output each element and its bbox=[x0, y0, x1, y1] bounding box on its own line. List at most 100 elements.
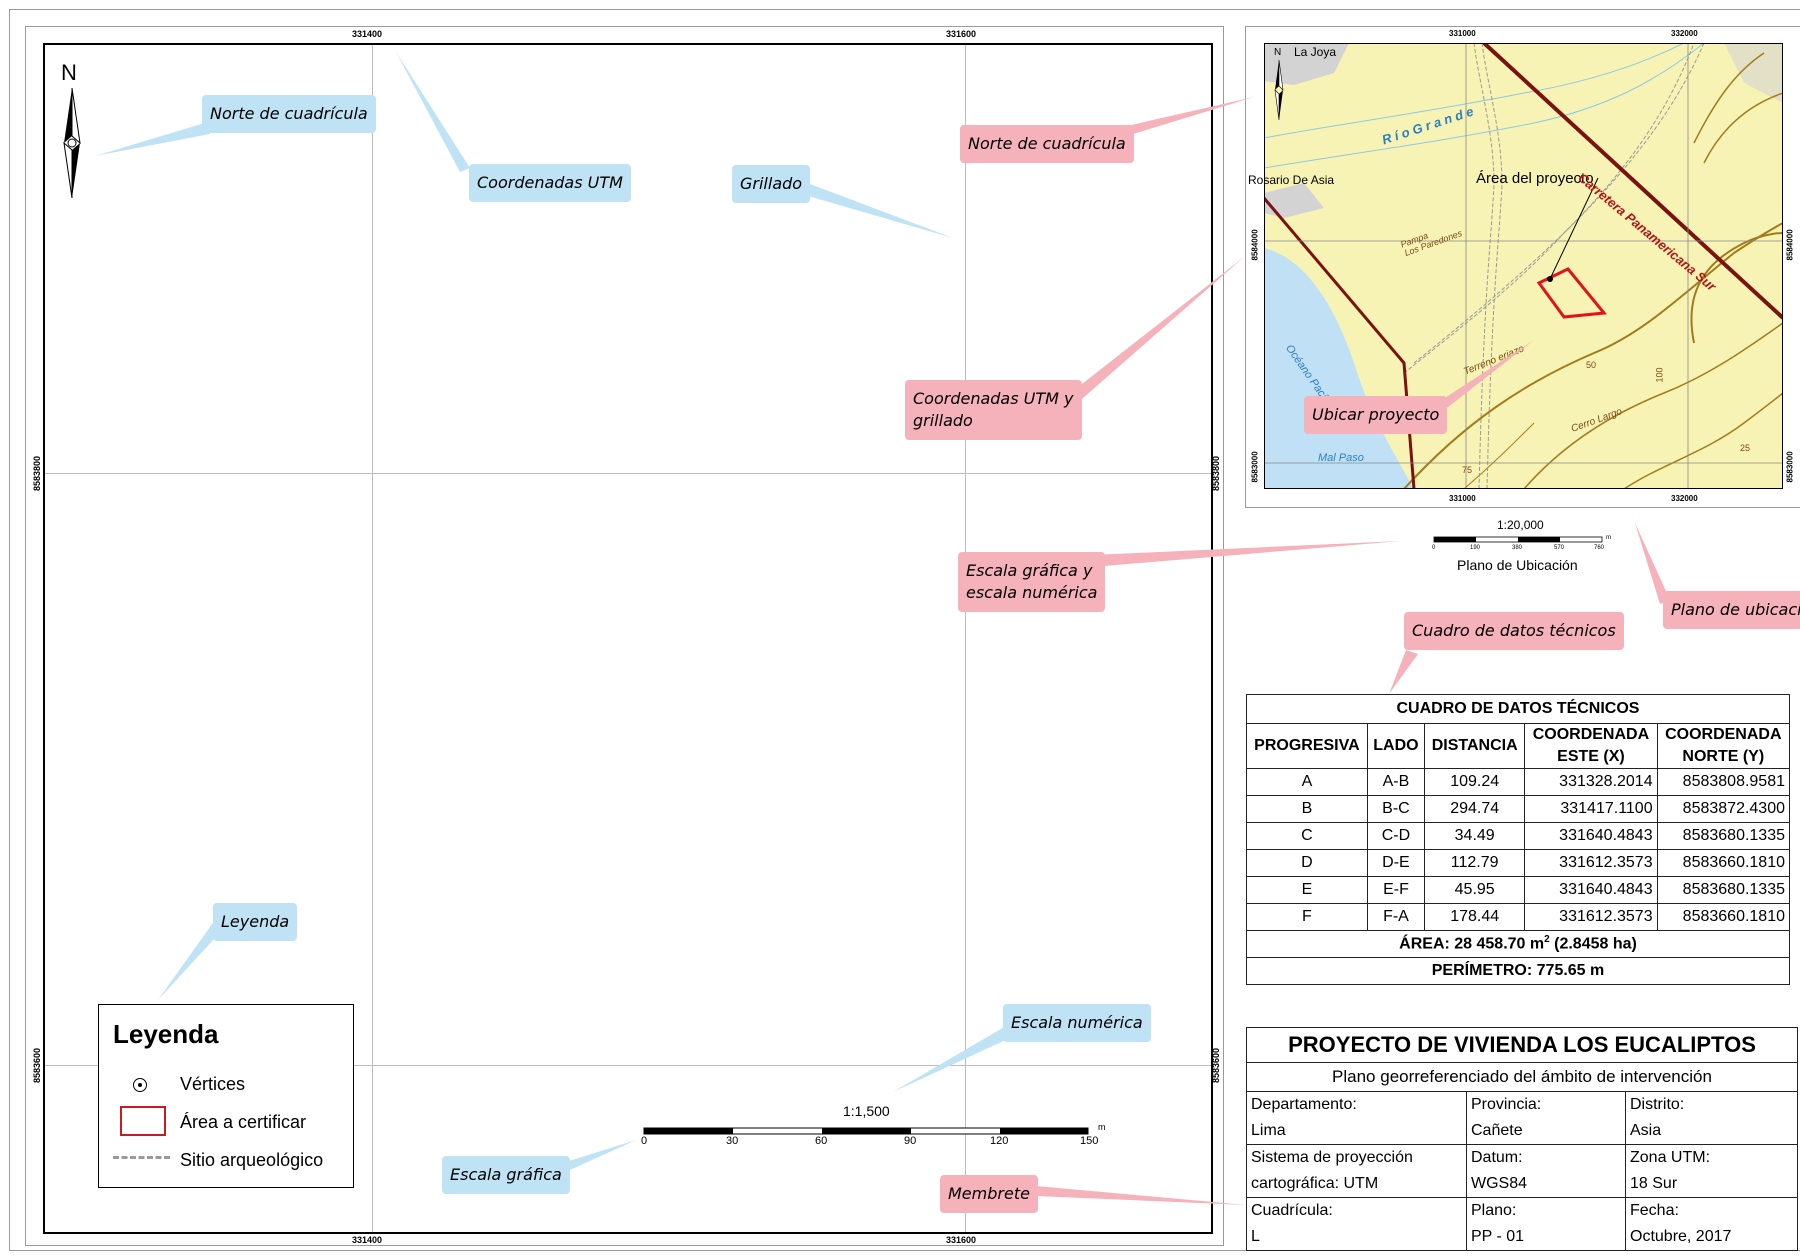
tech-data-table: CUADRO DE DATOS TÉCNICOS PROGRESIVA LADO… bbox=[1246, 694, 1791, 985]
loc-contour-50: 50 bbox=[1586, 360, 1597, 370]
legend-item-area: Área a certificar bbox=[180, 1112, 307, 1132]
membrete-value-provincia: Cañete bbox=[1466, 1118, 1626, 1145]
loc-tick-top-1: 331000 bbox=[1449, 29, 1476, 38]
callout-membrete-pink: Membrete bbox=[940, 1175, 1038, 1213]
main-tick-top-2: 331600 bbox=[946, 29, 977, 39]
cell-progresiva: E bbox=[1246, 876, 1368, 904]
loc-label-mal-paso: Mal Paso bbox=[1318, 452, 1364, 464]
callout-ubicar-pink: Ubicar proyecto bbox=[1304, 396, 1448, 434]
cell-lado: B-C bbox=[1366, 795, 1426, 823]
cell-este: 331640.4843 bbox=[1524, 822, 1658, 850]
membrete-label-cuadricula: Cuadrícula: bbox=[1246, 1197, 1467, 1224]
callout-norte-pink: Norte de cuadrícula bbox=[960, 125, 1134, 163]
callout-norte-blue: Norte de cuadrícula bbox=[202, 95, 376, 133]
callout-coords-grid-line1: Coordenadas UTM y bbox=[913, 389, 1074, 408]
loc-tick-bottom-1: 331000 bbox=[1449, 494, 1476, 503]
cell-distancia: 294.74 bbox=[1424, 795, 1526, 823]
cell-este: 331640.4843 bbox=[1524, 876, 1658, 904]
membrete-label-fecha: Fecha: bbox=[1625, 1197, 1798, 1224]
main-scale-label-60: 60 bbox=[815, 1135, 828, 1147]
cell-este: 331328.2014 bbox=[1524, 768, 1658, 796]
grid-line-x-331400 bbox=[372, 45, 373, 1232]
cell-progresiva: C bbox=[1246, 822, 1368, 850]
callout-escala-line2: escala numérica bbox=[966, 583, 1098, 602]
table-row: E E-F 45.95 331640.4843 8583680.1335 bbox=[1246, 876, 1791, 904]
title-block-title: PROYECTO DE VIVIENDA LOS EUCALIPTOS bbox=[1246, 1027, 1798, 1063]
table-row: F F-A 178.44 331612.3573 8583660.1810 bbox=[1246, 903, 1791, 931]
legend-box: Leyenda Vértices Área a certificar Sitio… bbox=[98, 1004, 354, 1188]
cell-este: 331417.1100 bbox=[1524, 795, 1658, 823]
grid-line-y-8583600 bbox=[45, 1065, 1211, 1066]
tech-header-progresiva: PROGRESIVA bbox=[1246, 723, 1368, 769]
callout-coords-grid-line2: grillado bbox=[913, 411, 973, 430]
area-row: ÁREA: 28 458.70 m2 (2.8458 ha) bbox=[1246, 930, 1790, 958]
membrete-value-fecha: Octubre, 2017 bbox=[1625, 1224, 1798, 1251]
cell-lado: F-A bbox=[1366, 903, 1426, 931]
cell-distancia: 34.49 bbox=[1424, 822, 1526, 850]
main-scale-label-150: 150 bbox=[1080, 1135, 1099, 1147]
cell-este: 331612.3573 bbox=[1524, 903, 1658, 931]
tech-header-distancia: DISTANCIA bbox=[1424, 723, 1526, 769]
cell-distancia: 178.44 bbox=[1424, 903, 1526, 931]
membrete-value-zona: 18 Sur bbox=[1625, 1171, 1798, 1198]
loc-scale-text: 1:20,000 bbox=[1497, 518, 1544, 532]
cell-progresiva: A bbox=[1246, 768, 1368, 796]
legend-item-vertices: Vértices bbox=[180, 1074, 246, 1094]
membrete-label-departamento: Departamento: bbox=[1246, 1091, 1467, 1118]
loc-label-area: Área del proyecto bbox=[1476, 170, 1594, 187]
membrete-label-distrito: Distrito: bbox=[1625, 1091, 1798, 1118]
cell-distancia: 45.95 bbox=[1424, 876, 1526, 904]
tech-header-norte-1: COORDENADA bbox=[1656, 723, 1791, 746]
tech-header-lado: LADO bbox=[1366, 723, 1426, 769]
table-row: A A-B 109.24 331328.2014 8583808.9581 bbox=[1246, 768, 1791, 796]
loc-label-rosario: Rosario De Asia bbox=[1248, 173, 1335, 187]
loc-tick-top-2: 332000 bbox=[1671, 29, 1698, 38]
main-scale-label-120: 120 bbox=[990, 1135, 1009, 1147]
cell-lado: D-E bbox=[1366, 849, 1426, 877]
cell-norte: 8583872.4300 bbox=[1656, 795, 1791, 823]
tech-header-norte-2: NORTE (Y) bbox=[1656, 746, 1791, 769]
cell-distancia: 109.24 bbox=[1424, 768, 1526, 796]
vertex-icon bbox=[133, 1078, 147, 1092]
cell-este: 331612.3573 bbox=[1524, 849, 1658, 877]
main-scale-unit: m bbox=[1098, 1122, 1106, 1132]
cell-norte: 8583808.9581 bbox=[1656, 768, 1791, 796]
red-polygon-icon bbox=[120, 1106, 166, 1136]
callout-escala-pink: Escala gráfica y escala numérica bbox=[958, 552, 1106, 612]
north-arrow-icon bbox=[63, 88, 81, 198]
membrete-value-distrito: Asia bbox=[1625, 1118, 1798, 1145]
loc-scale-unit: m bbox=[1606, 535, 1611, 541]
membrete-value-plano: PP - 01 bbox=[1466, 1224, 1626, 1251]
main-scale-bar bbox=[643, 1127, 1089, 1135]
loc-label-la-joya: La Joya bbox=[1294, 45, 1337, 59]
membrete-label-zona: Zona UTM: bbox=[1625, 1144, 1798, 1171]
membrete-value-departamento: Lima bbox=[1246, 1118, 1467, 1145]
callout-coords-grid-pink: Coordenadas UTM y grillado bbox=[905, 380, 1082, 440]
cell-lado: E-F bbox=[1366, 876, 1426, 904]
loc-scale-label-0: 0 bbox=[1432, 545, 1436, 551]
tech-table-title: CUADRO DE DATOS TÉCNICOS bbox=[1246, 694, 1790, 724]
main-tick-bottom-2: 331600 bbox=[946, 1235, 977, 1245]
location-map-outer-frame bbox=[1245, 26, 1800, 508]
area-sup: 2 bbox=[1544, 934, 1550, 946]
legend-title: Leyenda bbox=[113, 1019, 219, 1049]
callout-escala-numerica-blue: Escala numérica bbox=[1003, 1004, 1151, 1042]
grid-line-y-8583800 bbox=[45, 473, 1211, 474]
membrete-label-provincia: Provincia: bbox=[1466, 1091, 1626, 1118]
membrete-value-cuadricula: L bbox=[1246, 1224, 1467, 1251]
loc-scale-label-3: 570 bbox=[1554, 545, 1565, 551]
cell-progresiva: D bbox=[1246, 849, 1368, 877]
loc-contour-75: 75 bbox=[1462, 465, 1473, 475]
area-text: ÁREA: 28 458.70 m bbox=[1399, 935, 1545, 953]
callout-escala-line1: Escala gráfica y bbox=[966, 561, 1093, 580]
cell-progresiva: F bbox=[1246, 903, 1368, 931]
callout-cuadro-pink: Cuadro de datos técnicos bbox=[1404, 612, 1624, 650]
callout-leyenda-blue: Leyenda bbox=[213, 903, 298, 941]
perimetro-row: PERÍMETRO: 775.65 m bbox=[1246, 957, 1790, 985]
loc-scale-bar bbox=[1433, 536, 1603, 543]
callout-escala-grafica-blue: Escala gráfica bbox=[442, 1156, 570, 1194]
membrete-label-sistema: Sistema de proyección bbox=[1246, 1144, 1467, 1171]
callout-grillado-blue: Grillado bbox=[732, 165, 811, 203]
main-map-outer-frame bbox=[25, 26, 1224, 1246]
loc-scale-label-1: 190 bbox=[1470, 545, 1481, 551]
